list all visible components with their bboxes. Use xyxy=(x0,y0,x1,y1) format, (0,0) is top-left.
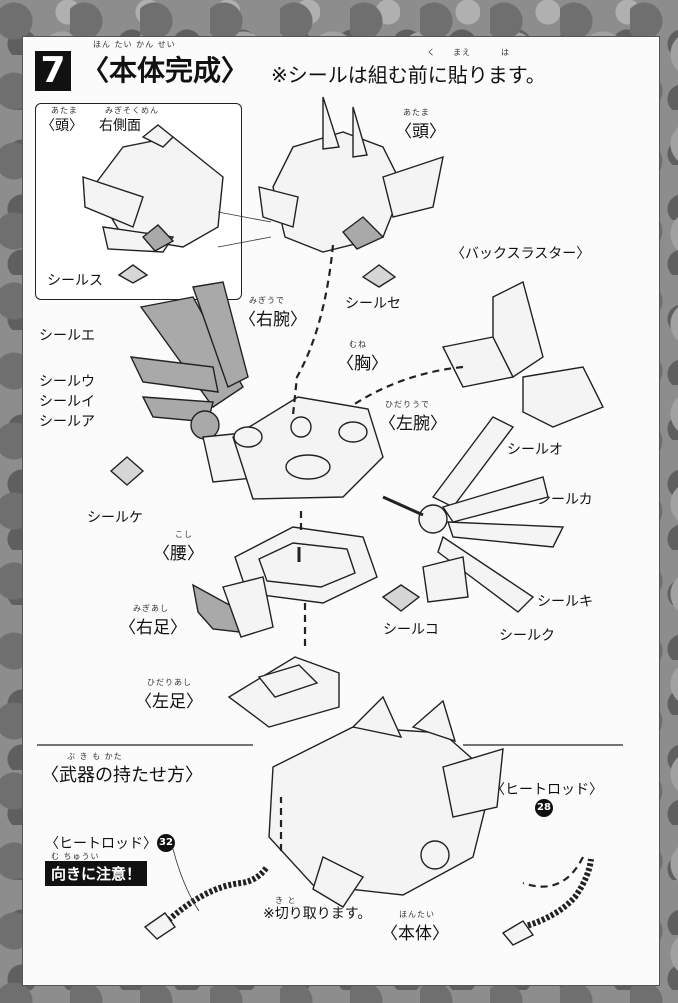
sticker-e-label: シールエ xyxy=(39,328,95,344)
back-thruster-label: 〈バックスラスター〉 xyxy=(451,246,591,262)
sticker-ka-label: シールカ xyxy=(537,492,593,508)
sticker-ko-label: シールコ xyxy=(383,622,439,638)
head-label: 〈頭〉 xyxy=(395,122,446,142)
sticker-ki-label: シールキ xyxy=(537,594,593,610)
chest-label: 〈胸〉 xyxy=(337,354,388,374)
inset-head-furigana: あたま xyxy=(51,106,78,115)
weapon-title: 〈武器の持たせ方〉 xyxy=(41,765,203,786)
warning-furigana: む ちゅうい xyxy=(51,852,100,861)
right-arm-furigana: みぎうで xyxy=(249,296,285,305)
body-drawing xyxy=(268,695,504,908)
body-label: 〈本体〉 xyxy=(381,924,449,944)
body-furigana: ほんたい xyxy=(399,910,435,919)
left-leg-furigana: ひだりあし xyxy=(147,678,192,687)
head-drawing xyxy=(258,96,444,288)
sticker-su-label: シールス xyxy=(47,273,103,289)
right-leg-label: 〈右足〉 xyxy=(119,618,187,638)
title-furigana: ほん たい かん せい xyxy=(93,40,176,49)
part-number-32: 32 xyxy=(157,834,175,852)
waist-label: 〈腰〉 xyxy=(153,544,204,564)
sticker-note: ※シールは組む前に貼ります。 xyxy=(271,63,546,87)
chest-drawing xyxy=(232,396,384,500)
left-arm-furigana: ひだりうで xyxy=(385,400,430,409)
manual-page: ほん たい かん せい 7 〈本体完成〉 く まえ は ※シールは組む前に貼りま… xyxy=(22,36,660,986)
heat-rod-left-label: 〈ヒートロッド〉 xyxy=(45,836,157,852)
inset-side-furigana: みぎそくめん xyxy=(105,106,159,115)
weapon-title-furigana: ぶ き も かた xyxy=(67,752,123,761)
sticker-a-label: シールア xyxy=(39,414,95,430)
sticker-u-label: シールウ xyxy=(39,374,95,390)
left-leg-label: 〈左足〉 xyxy=(135,692,203,712)
part-number-28: 28 xyxy=(535,799,553,817)
step-title: 〈本体完成〉 xyxy=(81,54,250,87)
sticker-se-label: シールセ xyxy=(345,296,401,312)
cut-note-furigana: き と xyxy=(275,896,297,905)
cut-note: ※切り取ります。 xyxy=(263,906,372,922)
right-arm-label: 〈右腕〉 xyxy=(239,310,307,330)
inset-head-label: 〈頭〉 xyxy=(41,118,83,134)
left-leg-drawing xyxy=(227,656,340,728)
heat-rod-right-label: 〈ヒートロッド〉 xyxy=(491,782,603,798)
note-furigana-ha: は xyxy=(501,48,510,57)
back-thruster-drawing xyxy=(441,280,604,428)
left-arm-drawing xyxy=(382,416,565,613)
left-arm-label: 〈左腕〉 xyxy=(379,414,447,434)
sticker-o-label: シールオ xyxy=(507,442,563,458)
waist-furigana: こし xyxy=(175,530,193,539)
sticker-ke-label: シールケ xyxy=(87,510,143,526)
right-leg-drawing xyxy=(192,576,274,638)
sticker-ku-label: シールク xyxy=(499,628,555,644)
waist-drawing xyxy=(234,526,421,612)
right-leg-furigana: みぎあし xyxy=(133,604,169,613)
inset-side-label: 右側面 xyxy=(99,118,141,134)
note-furigana-ku: く xyxy=(427,48,436,57)
head-furigana: あたま xyxy=(403,108,430,117)
note-furigana-mae: まえ xyxy=(453,48,471,57)
sticker-i-label: シールイ xyxy=(39,394,95,410)
step-number-badge: 7 xyxy=(35,51,71,91)
orientation-warning: 向きに注意！ xyxy=(45,861,148,886)
inset-head-drawing xyxy=(82,124,224,284)
chest-furigana: むね xyxy=(349,340,367,349)
assembly-illustration xyxy=(37,96,623,946)
